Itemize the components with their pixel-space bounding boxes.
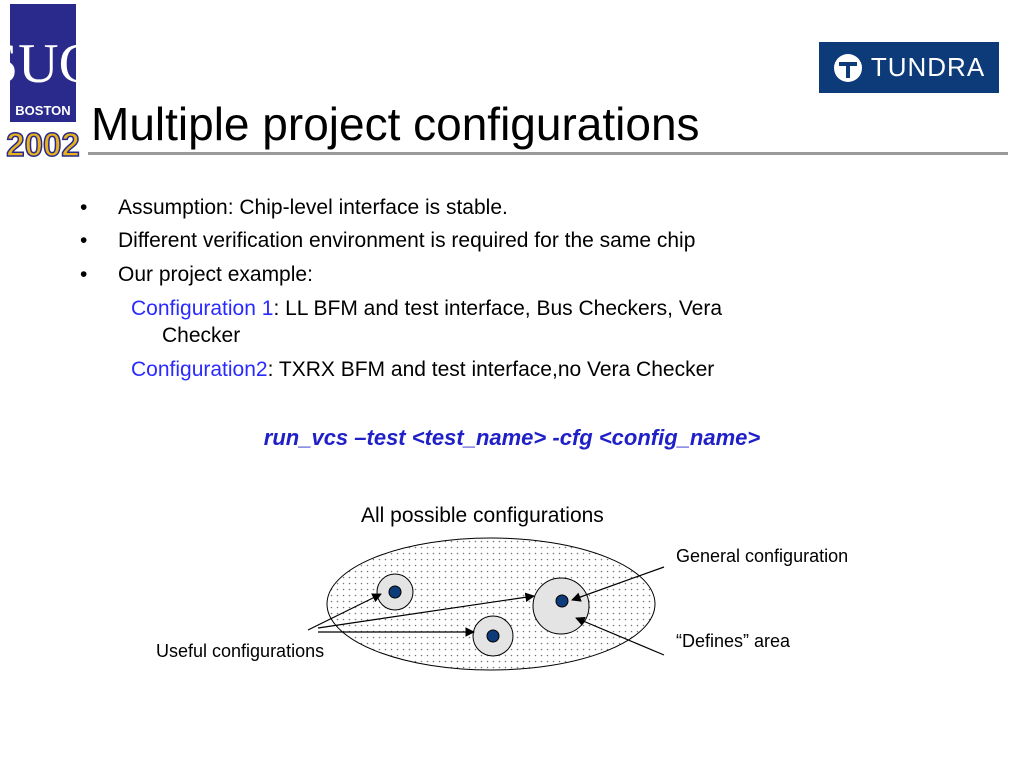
all-configurations-ellipse (326, 537, 656, 671)
bullet-marker: • (80, 263, 88, 286)
bullet-item: • Assumption: Chip-level interface is sta… (80, 195, 508, 221)
tundra-logo: TUNDRA (819, 42, 999, 93)
logo-boston-text: BOSTON (15, 103, 70, 118)
useful-config-dot-1 (388, 585, 402, 599)
config-desc: : LL BFM and test interface, Bus Checker… (273, 297, 723, 320)
config-item-1-continued: Checker (162, 322, 240, 349)
defines-area-label: “Defines” area (676, 631, 791, 651)
tundra-mark-icon (833, 53, 862, 82)
bullet-item: • Different verification environment is r… (80, 228, 695, 254)
general-configuration-label: General configuration (676, 546, 849, 566)
useful-arrow-1 (307, 593, 382, 631)
config-name: Configuration2 (131, 358, 268, 381)
config-name: Configuration 1 (131, 297, 274, 320)
useful-arrow-2 (317, 592, 535, 629)
config-desc-continued: Checker (162, 324, 241, 347)
snug-boston-2002-logo: SUG BOSTON 2002 (4, 4, 82, 162)
bullet-text: Our project example: (118, 263, 313, 286)
bullet-marker: • (80, 229, 88, 252)
useful-config-dot-2 (486, 629, 500, 643)
tundra-logo-text: TUNDRA (870, 52, 986, 82)
defines-arrow (575, 616, 665, 656)
general-config-dot (555, 594, 569, 608)
bullet-text: Assumption: Chip-level interface is stab… (118, 196, 508, 219)
config-item-2: Configuration2: TXRX BFM and test interf… (131, 356, 714, 383)
bullet-text: Different verification environment is re… (118, 229, 696, 252)
command-line: run_vcs –test <test_name> -cfg <config_n… (263, 425, 761, 450)
config-desc: : TXRX BFM and test interface,no Vera Ch… (267, 358, 715, 381)
config-item-1: Configuration 1: LL BFM and test interfa… (131, 295, 722, 322)
bullet-marker: • (80, 196, 88, 219)
useful-configurations-label: Useful configurations (156, 641, 325, 661)
logo-snug-text: SUG (4, 33, 82, 95)
title-divider (88, 152, 1008, 155)
slide-title: Multiple project configurations (91, 98, 700, 150)
general-arrow (571, 566, 665, 602)
bullet-item: • Our project example: (80, 262, 313, 288)
logo-year-text: 2002 (6, 126, 79, 162)
all-configurations-label: All possible configurations (361, 504, 604, 527)
